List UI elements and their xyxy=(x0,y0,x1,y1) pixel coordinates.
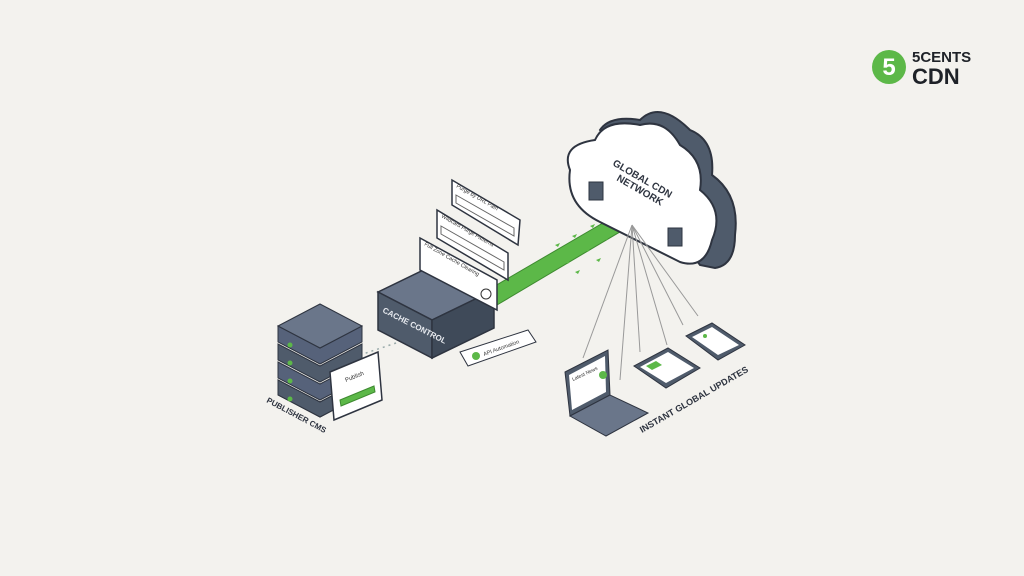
check-icon xyxy=(472,352,480,360)
tablet-device xyxy=(633,347,701,389)
dotted-connector xyxy=(359,334,421,356)
phone-device xyxy=(685,322,746,361)
logo-badge-icon xyxy=(872,50,906,84)
publish-button[interactable] xyxy=(339,385,376,407)
logo-text-2: CDN xyxy=(912,64,960,89)
logo: 5 5CENTS CDN xyxy=(872,49,971,89)
cloud-server-icon xyxy=(588,181,604,201)
check-icon xyxy=(599,371,607,379)
refresh-icon xyxy=(480,288,492,300)
flow-arrows xyxy=(555,224,619,274)
logo-text-1: 5CENTS xyxy=(912,49,971,66)
purge-panel-wildcard[interactable]: Wildcard Purge Patterns xyxy=(436,208,509,282)
distribution-arrows xyxy=(582,224,699,381)
cloud-server-icon xyxy=(667,227,683,247)
publish-card: Publish xyxy=(329,350,383,422)
laptop-device: Latest News xyxy=(564,349,650,437)
global-cdn-cloud: GLOBAL CDN NETWORK xyxy=(566,111,737,270)
logo-number: 5 xyxy=(882,54,895,81)
api-automation-badge: API Automation xyxy=(459,329,537,367)
